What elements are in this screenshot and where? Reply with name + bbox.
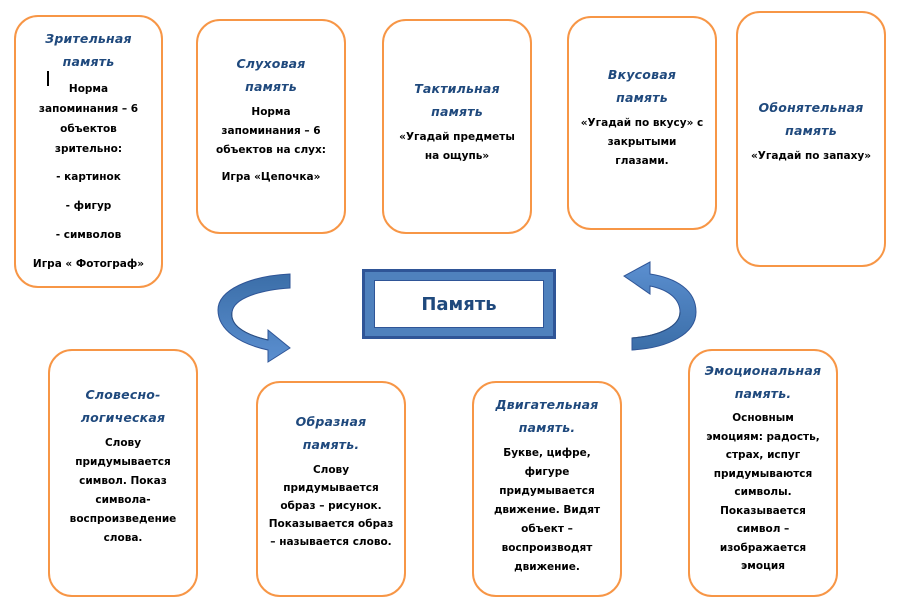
card-body: Норма запоминания – 6 объектов зрительно… [22, 79, 155, 274]
body-line: «Угадай предметы [399, 131, 515, 143]
card-motor-memory: Двигательная память. Букве, цифре, фигур… [472, 381, 622, 597]
body-line: Норма [68, 83, 109, 95]
card-body: Слову придумывается образ – рисунок. Пок… [264, 461, 398, 551]
body-line: – называется слово. [270, 536, 392, 548]
card-title: Словесно- логическая [56, 383, 190, 429]
title-line: логическая [80, 410, 166, 425]
body-line: изображается [719, 541, 807, 554]
title-line: память [62, 54, 115, 69]
card-title: Эмоциональная память. [696, 359, 830, 405]
card-title: Слуховая память [204, 52, 338, 98]
title-line: память [785, 123, 837, 138]
body-line: символы. [734, 486, 792, 498]
body-line: слова. [103, 532, 143, 544]
body-line: объектов на слух: [215, 144, 326, 156]
body-line: запоминания – 6 [38, 103, 139, 115]
title-line: Образная [295, 414, 367, 429]
body-line: «Угадай по запаху» [750, 150, 872, 162]
body-line: закрытыми [607, 136, 677, 148]
body-line: запоминания – 6 [221, 125, 321, 137]
body-line: Норма [251, 106, 291, 118]
body-line: объект – [521, 523, 573, 535]
title-line: Словесно- [85, 387, 161, 402]
card-tactile-memory: Тактильная память «Угадай предметы на ощ… [382, 19, 532, 234]
body-line: Букве, цифре, [503, 447, 591, 459]
body-line: придумывается [499, 485, 595, 497]
title-line: память [431, 104, 483, 119]
body-line: движение. [514, 561, 580, 573]
body-line: - символов [55, 229, 122, 241]
body-line: образ – рисунок. [280, 500, 382, 512]
body-line: Игра «Цепочка» [221, 171, 321, 183]
body-line: эмоциям: радость, [706, 430, 820, 443]
curved-arrow-left-icon [217, 273, 291, 363]
card-title: Обонятельная память [744, 96, 878, 142]
body-line: придумывается [283, 482, 379, 494]
title-line: Зрительная [45, 31, 132, 46]
body-line: зрительно: [54, 143, 123, 155]
title-line: Двигательная [495, 397, 599, 412]
body-line: объектов [60, 123, 117, 135]
body-line: фигуре [524, 466, 570, 478]
card-title: Зрительная память [22, 27, 155, 73]
card-body: Основным эмоциям: радость, страх, испуг … [696, 409, 830, 576]
body-line: Игра « Фотограф» [32, 258, 145, 270]
title-line: память. [734, 386, 792, 401]
card-title: Образная память. [264, 410, 398, 456]
card-emotional-memory: Эмоциональная память. Основным эмоциям: … [688, 349, 838, 597]
card-taste-memory: Вкусовая память «Угадай по вкусу» с закр… [567, 16, 717, 230]
card-auditory-memory: Слуховая память Норма запоминания – 6 об… [196, 19, 346, 234]
body-line: - фигур [65, 200, 112, 212]
center-memory-label: Память [374, 280, 544, 328]
body-line: воспроизводят [501, 542, 593, 554]
card-body: «Угадай по запаху» [744, 147, 878, 166]
body-line: воспроизведение [69, 513, 177, 525]
card-body: Норма запоминания – 6 объектов на слух: … [204, 103, 338, 187]
body-line: Слову [312, 464, 350, 476]
body-line: Основным [732, 412, 794, 424]
body-line: символ – [736, 523, 790, 535]
center-memory-box: Память [362, 269, 556, 339]
body-line: на ощупь» [424, 150, 490, 162]
card-visual-memory: Зрительная память Норма запоминания – 6 … [14, 15, 163, 288]
card-body: «Угадай по вкусу» с закрытыми глазами. [575, 114, 709, 171]
title-line: память. [302, 437, 360, 452]
body-line: Показывается образ [268, 518, 394, 530]
card-body: Букве, цифре, фигуре придумывается движе… [480, 444, 614, 577]
title-line: память. [518, 420, 576, 435]
card-title: Тактильная память [390, 77, 524, 123]
body-line: страх, испуг [725, 449, 801, 461]
body-line: - картинок [56, 171, 121, 183]
title-line: Эмоциональная [704, 363, 822, 378]
card-body: Слову придумывается символ. Показ символ… [56, 434, 190, 548]
title-line: Обонятельная [758, 100, 864, 115]
body-line: «Угадай по вкусу» с [580, 117, 704, 129]
card-title: Вкусовая память [575, 63, 709, 109]
card-body: «Угадай предметы на ощупь» [390, 128, 524, 166]
body-line: движение. Видят [493, 504, 601, 516]
text-cursor [47, 71, 49, 86]
card-olfactory-memory: Обонятельная память «Угадай по запаху» [736, 11, 886, 267]
body-line: символа- [95, 494, 151, 506]
card-figurative-memory: Образная память. Слову придумывается обр… [256, 381, 406, 597]
body-line: придумывается [75, 456, 171, 468]
body-line: эмоция [741, 560, 785, 572]
card-title: Двигательная память. [480, 393, 614, 439]
curved-arrow-right-icon [623, 261, 697, 351]
body-line: Показывается [720, 504, 806, 517]
title-line: Слуховая [236, 56, 306, 71]
title-line: память [245, 79, 297, 94]
body-line: глазами. [615, 155, 669, 167]
title-line: память [616, 90, 668, 105]
title-line: Вкусовая [607, 67, 677, 82]
card-verbal-logical-memory: Словесно- логическая Слову придумывается… [48, 349, 198, 597]
body-line: символ. Показ [79, 475, 167, 487]
body-line: Слову [104, 437, 142, 449]
body-line: придумываются [713, 467, 813, 480]
title-line: Тактильная [414, 81, 500, 96]
